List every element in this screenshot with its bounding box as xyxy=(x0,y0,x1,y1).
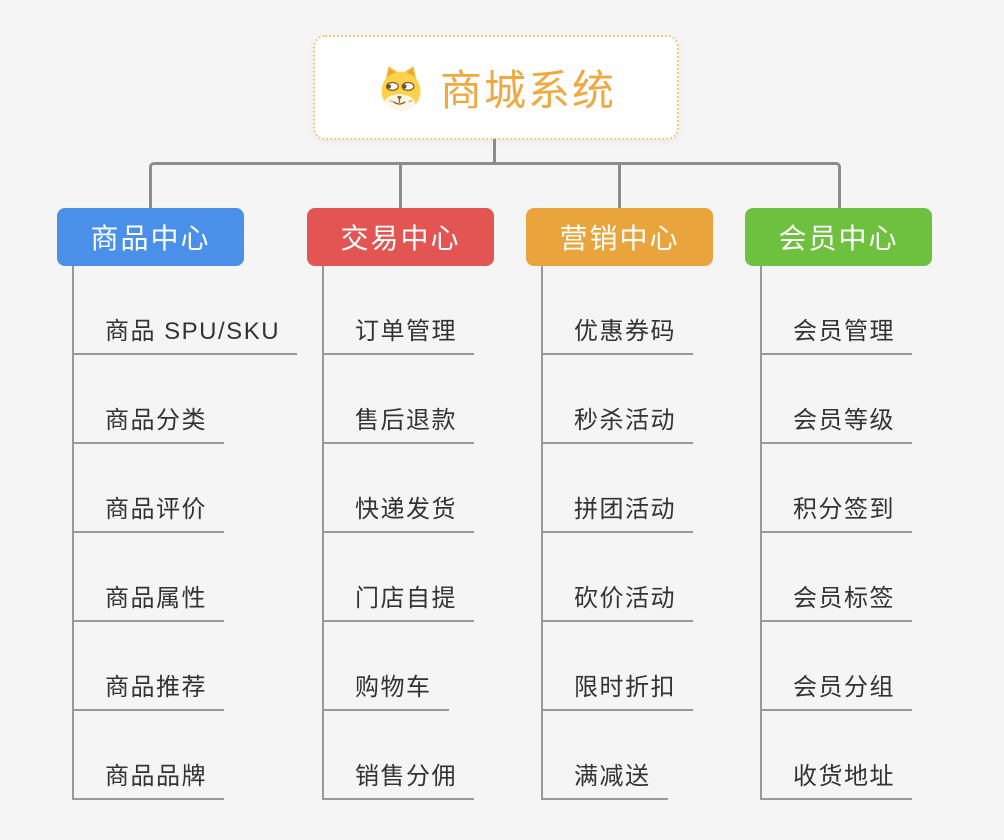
child-topic[interactable]: 限时折扣 xyxy=(541,667,693,711)
child-topic[interactable]: 会员管理 xyxy=(760,311,912,355)
child-row: 收货地址 xyxy=(760,711,1000,800)
branch-label: 交易中心 xyxy=(340,223,461,254)
branch-member-center: 会员中心 会员管理 会员等级 积分签到 会员标签 会员分组 收货地址 xyxy=(745,208,1004,808)
connector-root-stem xyxy=(493,139,496,163)
shiba-dog-icon xyxy=(381,65,421,111)
child-topic[interactable]: 商品属性 xyxy=(72,578,224,622)
child-topic[interactable]: 商品分类 xyxy=(72,400,224,444)
child-topic[interactable]: 购物车 xyxy=(322,667,449,711)
child-topic[interactable]: 商品推荐 xyxy=(72,667,224,711)
branch-children: 订单管理 售后退款 快递发货 门店自提 购物车 销售分佣 xyxy=(322,266,562,800)
branch-label: 会员中心 xyxy=(778,223,899,254)
child-row: 快递发货 xyxy=(322,444,562,533)
child-topic[interactable]: 砍价活动 xyxy=(541,578,693,622)
child-topic[interactable]: 会员标签 xyxy=(760,578,912,622)
child-topic[interactable]: 满减送 xyxy=(541,756,668,800)
child-topic[interactable]: 会员分组 xyxy=(760,667,912,711)
child-row: 优惠券码 xyxy=(541,266,781,355)
child-topic[interactable]: 会员等级 xyxy=(760,400,912,444)
branch-product-center: 商品中心 商品 SPU/SKU 商品分类 商品评价 商品属性 商品推荐 商品品牌 xyxy=(57,208,317,808)
child-row: 商品属性 xyxy=(72,533,312,622)
child-row: 门店自提 xyxy=(322,533,562,622)
branch-connector-line xyxy=(541,266,543,800)
connector-stub xyxy=(618,165,621,208)
child-row: 商品 SPU/SKU xyxy=(72,266,312,355)
child-topic[interactable]: 积分签到 xyxy=(760,489,912,533)
child-row: 商品推荐 xyxy=(72,622,312,711)
branch-node-trade-center[interactable]: 交易中心 xyxy=(307,208,494,266)
child-topic[interactable]: 销售分佣 xyxy=(322,756,474,800)
branch-label: 营销中心 xyxy=(559,223,680,254)
branch-connector-line xyxy=(72,266,74,800)
child-row: 会员标签 xyxy=(760,533,1000,622)
child-topic[interactable]: 秒杀活动 xyxy=(541,400,693,444)
branch-children: 会员管理 会员等级 积分签到 会员标签 会员分组 收货地址 xyxy=(760,266,1000,800)
branch-label: 商品中心 xyxy=(90,223,211,254)
child-row: 会员等级 xyxy=(760,355,1000,444)
child-row: 积分签到 xyxy=(760,444,1000,533)
child-topic[interactable]: 商品评价 xyxy=(72,489,224,533)
child-topic[interactable]: 快递发货 xyxy=(322,489,474,533)
child-row: 会员分组 xyxy=(760,622,1000,711)
child-row: 商品品牌 xyxy=(72,711,312,800)
child-topic[interactable]: 商品品牌 xyxy=(72,756,224,800)
child-row: 购物车 xyxy=(322,622,562,711)
branch-marketing-center: 营销中心 优惠券码 秒杀活动 拼团活动 砍价活动 限时折扣 满减送 xyxy=(526,208,786,808)
branch-connector-line xyxy=(760,266,762,800)
branch-trade-center: 交易中心 订单管理 售后退款 快递发货 门店自提 购物车 销售分佣 xyxy=(307,208,567,808)
connector-stub xyxy=(399,165,402,208)
root-title: 商城系统 xyxy=(439,67,616,114)
child-topic[interactable]: 优惠券码 xyxy=(541,311,693,355)
child-topic[interactable]: 售后退款 xyxy=(322,400,474,444)
branch-node-product-center[interactable]: 商品中心 xyxy=(57,208,244,266)
child-row: 商品分类 xyxy=(72,355,312,444)
branch-children: 商品 SPU/SKU 商品分类 商品评价 商品属性 商品推荐 商品品牌 xyxy=(72,266,312,800)
branch-connector-line xyxy=(322,266,324,800)
branch-node-marketing-center[interactable]: 营销中心 xyxy=(526,208,713,266)
connector-horizontal-bar xyxy=(149,162,841,208)
child-row: 会员管理 xyxy=(760,266,1000,355)
child-row: 拼团活动 xyxy=(541,444,781,533)
child-row: 满减送 xyxy=(541,711,781,800)
branch-node-member-center[interactable]: 会员中心 xyxy=(745,208,932,266)
child-topic[interactable]: 订单管理 xyxy=(322,311,474,355)
child-row: 商品评价 xyxy=(72,444,312,533)
branch-children: 优惠券码 秒杀活动 拼团活动 砍价活动 限时折扣 满减送 xyxy=(541,266,781,800)
root-node[interactable]: 商城系统 xyxy=(313,35,679,140)
child-row: 砍价活动 xyxy=(541,533,781,622)
child-row: 限时折扣 xyxy=(541,622,781,711)
child-row: 秒杀活动 xyxy=(541,355,781,444)
child-topic[interactable]: 收货地址 xyxy=(760,756,912,800)
child-row: 售后退款 xyxy=(322,355,562,444)
child-row: 销售分佣 xyxy=(322,711,562,800)
child-row: 订单管理 xyxy=(322,266,562,355)
child-topic[interactable]: 商品 SPU/SKU xyxy=(72,311,298,355)
child-topic[interactable]: 门店自提 xyxy=(322,578,474,622)
child-topic[interactable]: 拼团活动 xyxy=(541,489,693,533)
